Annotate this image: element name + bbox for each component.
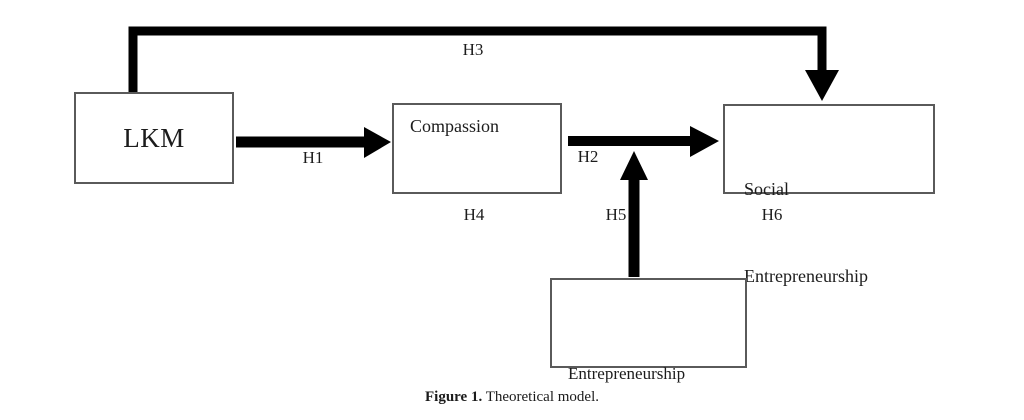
node-label-entrepreneurship-resilience: Entrepreneurship Resilience	[568, 291, 685, 420]
node-box-social-entrepreneurship: Social Entrepreneurship	[723, 104, 935, 286]
figure-caption-prefix: Figure 1.	[425, 389, 483, 405]
node-box-compassion: Compassion	[392, 103, 562, 194]
edge-label-h4: H4	[463, 205, 485, 224]
edge-label-h1: H1	[302, 148, 324, 167]
figure-caption-text: Theoretical model.	[482, 389, 599, 405]
edge-label-h3: H3	[462, 40, 484, 59]
node-label-lkm: LKM	[123, 122, 185, 153]
figure-caption: Figure 1. Theoretical model.	[0, 389, 1024, 406]
edge-label-h2: H2	[577, 147, 599, 166]
node-box-entrepreneurship-resilience: Entrepreneurship Resilience	[550, 278, 747, 383]
h3-arrow	[128, 26, 839, 101]
node-box-lkm: LKM	[74, 92, 234, 184]
node-label-social-entrepreneurship: Social Entrepreneurship	[744, 117, 868, 349]
node-label-social-line-2: Entrepreneurship	[744, 266, 868, 286]
edge-label-h5: H5	[605, 205, 627, 224]
node-label-social-line-1: Social	[744, 179, 789, 199]
node-label-compassion: Compassion	[410, 116, 500, 136]
edge-label-h6: H6	[761, 205, 783, 224]
node-label-resilience-line-1: Entrepreneurship	[568, 364, 686, 383]
